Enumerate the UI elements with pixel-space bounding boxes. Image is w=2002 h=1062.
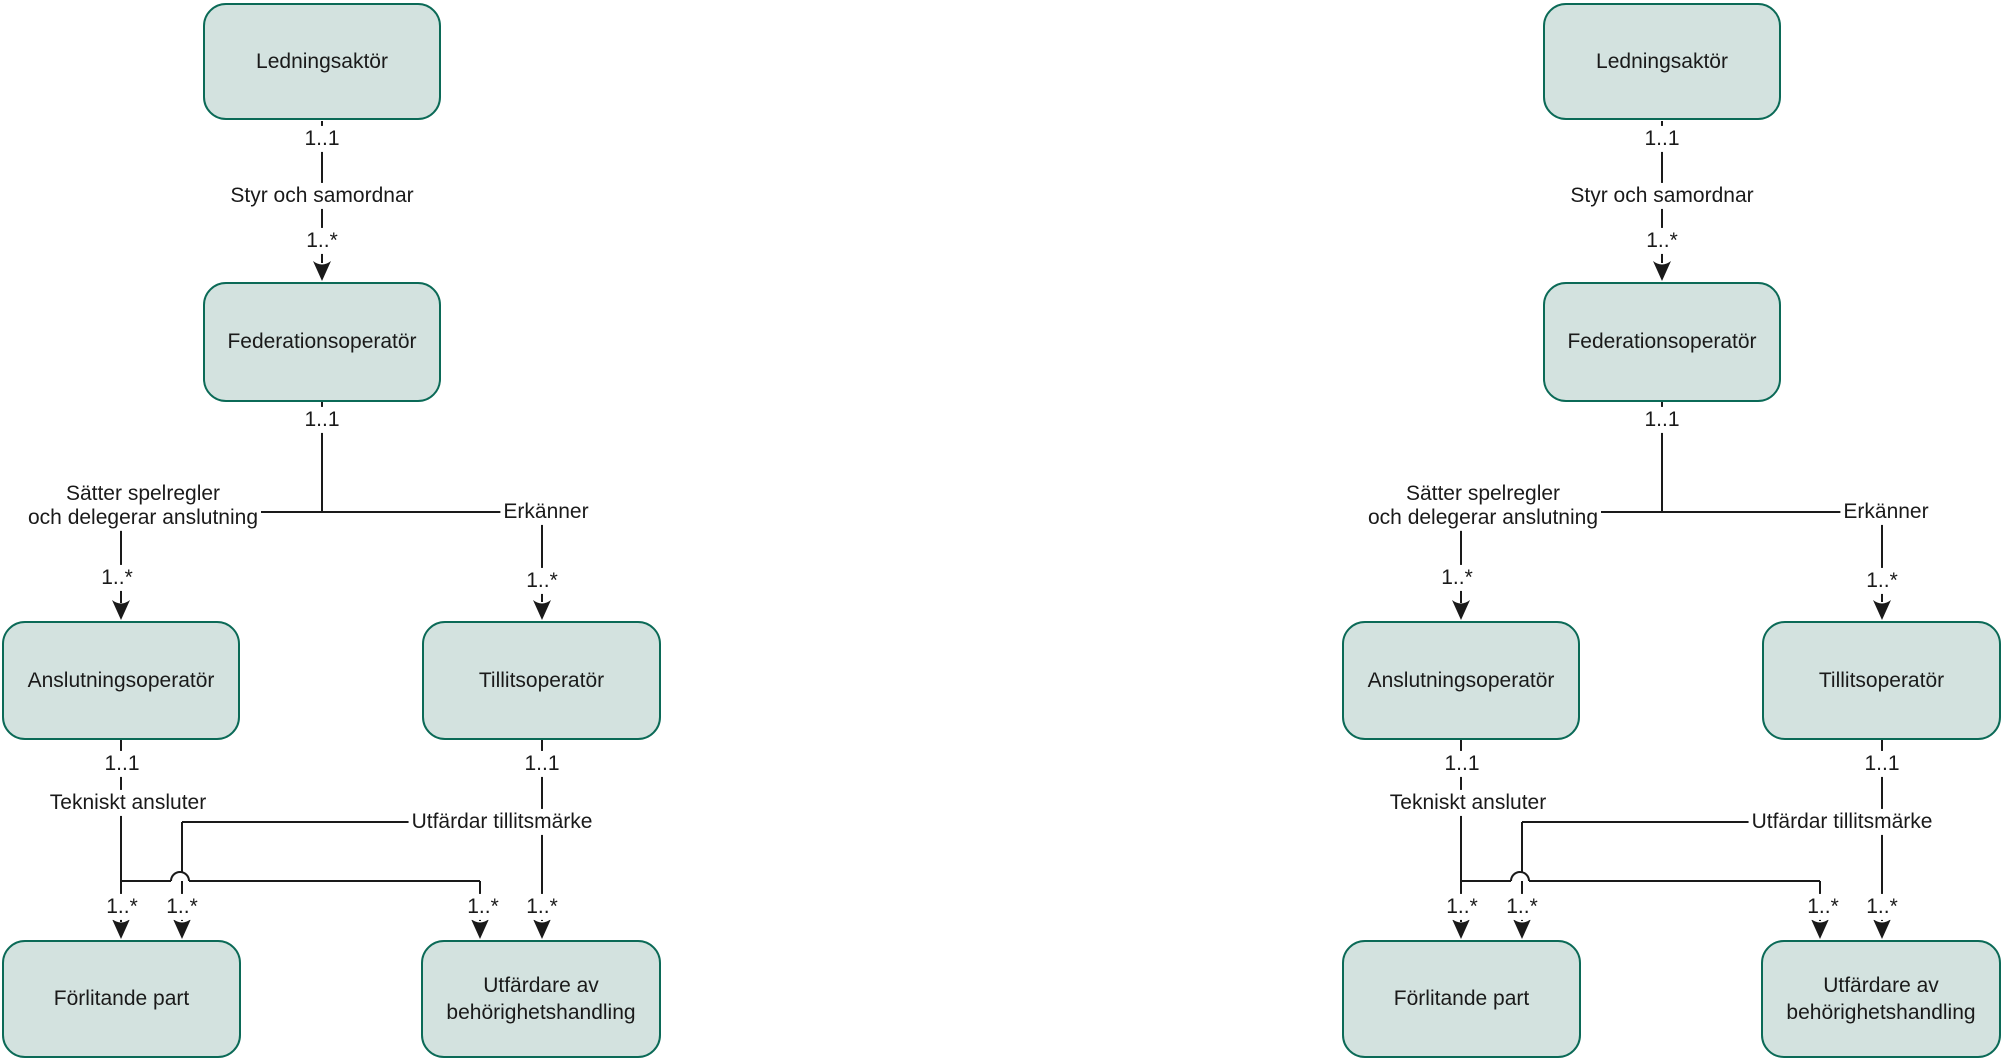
cardinality-styr-source: 1..1 — [301, 125, 343, 153]
node-forlitande-part: Förlitande part — [1342, 940, 1581, 1058]
line-hop-arc — [1510, 871, 1530, 882]
cardinality-tekniskt-target-utfardare: 1..* — [464, 893, 502, 921]
node-label: Tillitsoperatör — [1818, 668, 1945, 692]
node-forlitande-part: Förlitande part — [2, 940, 241, 1058]
diagram-left: Ledningsaktör Federationsoperatör Anslut… — [0, 0, 662, 1062]
edge-label-tekniskt-ansluter: Tekniskt ansluter — [46, 789, 210, 817]
node-tillitsoperator: Tillitsoperatör — [1762, 621, 2001, 740]
node-label: Utfärdare av behörighetshandling — [1786, 973, 1976, 1024]
node-label: Anslutningsoperatör — [27, 668, 215, 692]
cardinality-tekniskt-target-forlitande: 1..* — [1443, 893, 1481, 921]
edge-label-line2: och delegerar anslutning — [1368, 506, 1598, 529]
edge-label-line2: och delegerar anslutning — [28, 506, 258, 529]
cardinality-styr-target: 1..* — [303, 227, 341, 255]
cardinality-styr-source: 1..1 — [1641, 125, 1683, 153]
cardinality-tekniskt-source: 1..1 — [101, 750, 143, 778]
edge-label-utfardar-tillitsmarke: Utfärdar tillitsmärke — [1748, 808, 1936, 836]
arrowheads — [112, 261, 551, 939]
cardinality-satter-source: 1..1 — [301, 406, 343, 434]
node-label: Tillitsoperatör — [478, 668, 605, 692]
edge-label-utfardar-tillitsmarke: Utfärdar tillitsmärke — [408, 808, 596, 836]
cardinality-erkanner-target: 1..* — [523, 567, 561, 595]
cardinality-tekniskt-target-utfardare: 1..* — [1804, 893, 1842, 921]
edge-label-erkanner: Erkänner — [1840, 498, 1932, 526]
cardinality-utfardar-target-utfardare: 1..* — [1863, 893, 1901, 921]
node-label: Förlitande part — [1393, 987, 1530, 1011]
edge-label-styr-och-samordnar: Styr och samordnar — [1567, 182, 1757, 210]
cardinality-utfardar-target-forlitande: 1..* — [163, 893, 201, 921]
node-label: Federationsoperatör — [1567, 330, 1757, 354]
cardinality-utfardar-source: 1..1 — [1861, 750, 1903, 778]
cardinality-tekniskt-target-forlitande: 1..* — [103, 893, 141, 921]
cardinality-utfardar-source: 1..1 — [521, 750, 563, 778]
edge-label-styr-och-samordnar: Styr och samordnar — [227, 182, 417, 210]
cardinality-utfardar-target-utfardare: 1..* — [523, 893, 561, 921]
node-federationsoperator: Federationsoperatör — [1543, 282, 1781, 402]
edge-label-erkanner: Erkänner — [500, 498, 592, 526]
node-federationsoperator: Federationsoperatör — [203, 282, 441, 402]
node-label: Utfärdare av behörighetshandling — [446, 973, 636, 1024]
cardinality-satter-target: 1..* — [1438, 564, 1476, 592]
node-utfardare-av-behorighetshandling: Utfärdare av behörighetshandling — [421, 940, 661, 1058]
line-hop-arc — [170, 871, 190, 882]
edge-label-satter-spelregler: Sätter spelregler och delegerar anslutni… — [25, 480, 261, 532]
node-tillitsoperator: Tillitsoperatör — [422, 621, 661, 740]
node-label: Ledningsaktör — [256, 49, 388, 73]
edge-lines-layer — [112, 121, 551, 939]
node-label: Anslutningsoperatör — [1367, 668, 1555, 692]
node-label: Federationsoperatör — [227, 330, 417, 354]
cardinality-utfardar-target-forlitande: 1..* — [1503, 893, 1541, 921]
edge-label-tekniskt-ansluter: Tekniskt ansluter — [1386, 789, 1550, 817]
edge-label-satter-spelregler: Sätter spelregler och delegerar anslutni… — [1365, 480, 1601, 532]
edge-label-line1: Sätter spelregler — [65, 481, 221, 505]
cardinality-satter-target: 1..* — [98, 564, 136, 592]
node-ledningsaktor: Ledningsaktör — [1543, 3, 1781, 120]
cardinality-tekniskt-source: 1..1 — [1441, 750, 1483, 778]
arrowheads — [1452, 261, 1891, 939]
node-label: Ledningsaktör — [1596, 49, 1728, 73]
cardinality-erkanner-target: 1..* — [1863, 567, 1901, 595]
node-label: Förlitande part — [53, 987, 190, 1011]
cardinality-satter-source: 1..1 — [1641, 406, 1683, 434]
edge-label-line1: Sätter spelregler — [1405, 481, 1561, 505]
node-anslutningsoperator: Anslutningsoperatör — [2, 621, 240, 740]
node-ledningsaktor: Ledningsaktör — [203, 3, 441, 120]
node-anslutningsoperator: Anslutningsoperatör — [1342, 621, 1580, 740]
diagram-right: Ledningsaktör Federationsoperatör Anslut… — [1340, 0, 2002, 1062]
cardinality-styr-target: 1..* — [1643, 227, 1681, 255]
node-utfardare-av-behorighetshandling: Utfärdare av behörighetshandling — [1761, 940, 2001, 1058]
